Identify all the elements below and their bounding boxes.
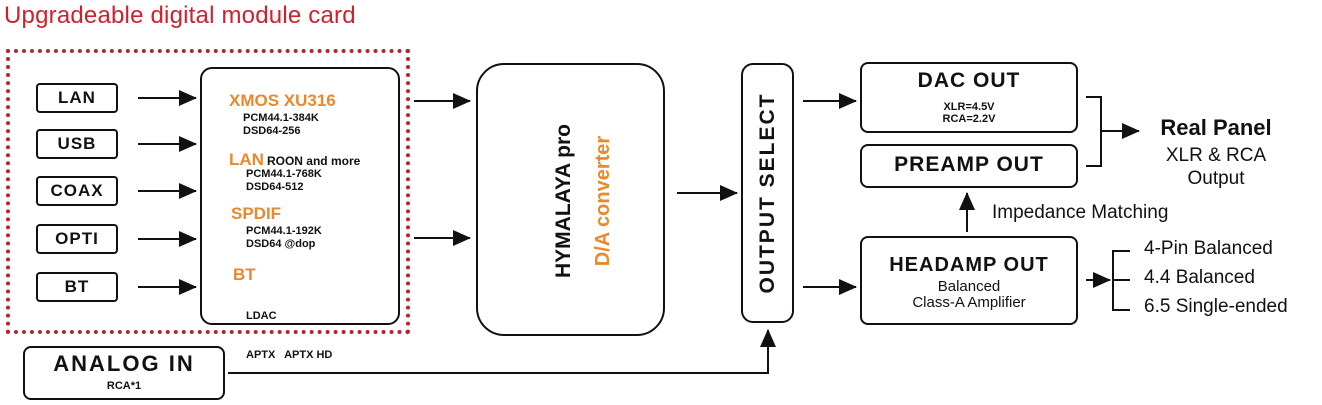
real-panel-line2: Output xyxy=(1187,168,1245,189)
input-lan-box: LAN xyxy=(36,83,118,113)
module-lan-header-text: LAN xyxy=(229,150,264,169)
module-xmos-line2: DSD64-256 xyxy=(243,125,301,137)
dac-out-xlr: XLR=4.5V xyxy=(943,101,995,113)
headphone-output-4pin: 4-Pin Balanced xyxy=(1144,238,1273,259)
module-xmos-line1: PCM44.1-384K xyxy=(243,112,319,124)
module-spdif-line2: DSD64 @dop xyxy=(246,238,316,250)
module-lan-extra: ROON and more xyxy=(266,154,361,168)
headamp-out-title: HEADAMP OUT xyxy=(889,254,1049,276)
headamp-out-desc: Balanced Class-A Amplifier xyxy=(860,279,1078,311)
preamp-out-box xyxy=(860,144,1078,188)
module-bt-line2: APTX APTX HD xyxy=(246,349,333,361)
headphone-output-65: 6.5 Single-ended xyxy=(1144,296,1288,317)
module-spec-box xyxy=(200,67,400,325)
module-xmos-spec: PCM44.1-384K DSD64-256 xyxy=(243,112,319,138)
input-bt-box: BT xyxy=(36,272,118,302)
headphone-output-44: 4.4 Balanced xyxy=(1144,267,1255,288)
module-lan-line1: PCM44.1-768K xyxy=(246,168,322,180)
real-panel-title: Real Panel xyxy=(1160,115,1272,140)
bracket-real-panel xyxy=(1086,96,1102,167)
page-title: Upgradeable digital module card xyxy=(4,2,356,29)
dac-out-rca: RCA=2.2V xyxy=(942,113,996,125)
headamp-out-line1: Balanced xyxy=(937,278,1001,295)
module-bt-line1: LDAC xyxy=(246,310,277,322)
analog-in-subtitle: RCA*1 xyxy=(106,380,142,392)
input-usb-box: USB xyxy=(36,129,118,159)
module-spdif-spec: PCM44.1-192K DSD64 @dop xyxy=(246,225,322,251)
module-spdif-header: SPDIF xyxy=(231,204,282,223)
real-panel-line1: XLR & RCA xyxy=(1165,145,1267,166)
analog-in-box xyxy=(23,346,225,400)
headamp-out-box xyxy=(860,236,1078,325)
module-card-border xyxy=(6,49,410,334)
preamp-out-title: PREAMP OUT xyxy=(894,153,1044,176)
output-select-box xyxy=(741,63,794,323)
input-opti-box: OPTI xyxy=(36,224,118,254)
module-lan-spec: PCM44.1-768K DSD64-512 xyxy=(246,168,322,194)
headamp-out-line2: Class-A Amplifier xyxy=(912,294,1026,311)
real-panel-desc: XLR & RCA Output xyxy=(1146,144,1286,190)
dac-out-box xyxy=(860,62,1078,133)
converter-box xyxy=(476,63,665,336)
module-spdif-line1: PCM44.1-192K xyxy=(246,225,322,237)
analog-in-title: ANALOG IN xyxy=(53,351,195,376)
impedance-label: Impedance Matching xyxy=(992,202,1169,223)
module-bt-header: BT xyxy=(233,265,256,284)
dac-out-title: DAC OUT xyxy=(917,69,1021,92)
input-coax-box: COAX xyxy=(36,176,118,206)
module-xmos-header: XMOS XU316 xyxy=(229,91,336,110)
module-lan-line2: DSD64-512 xyxy=(246,181,304,193)
module-bt-spec: LDAC APTX APTX HD xyxy=(246,284,332,375)
dac-out-spec: XLR=4.5V RCA=2.2V xyxy=(860,101,1078,125)
arrow-analog-output xyxy=(228,329,776,374)
